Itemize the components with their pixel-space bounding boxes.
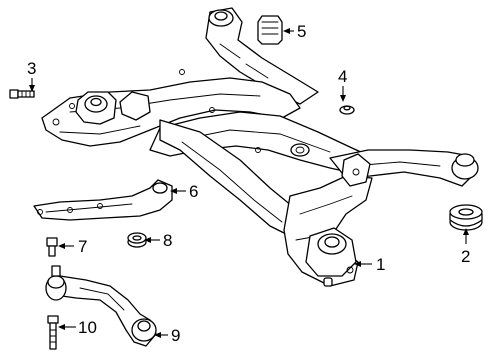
callout-1: 1 [376,255,385,274]
callout-numbers: 1 2 3 4 5 6 7 8 9 10 [27,22,470,345]
part-9-link-arm [45,265,157,347]
part-8-nut [127,232,147,248]
rear-subframe [41,7,479,287]
callout-7: 7 [78,237,87,256]
callout-3: 3 [27,59,36,78]
part-3-bolt [9,89,35,99]
part-5-bushing-block [257,15,283,45]
part-7-bolt [46,237,58,257]
callout-5: 5 [297,22,306,41]
callout-8: 8 [163,231,172,250]
callout-6: 6 [189,182,198,201]
callout-10: 10 [78,318,97,337]
part-6-brace [33,179,173,221]
callout-leaders [29,28,469,338]
callout-9: 9 [171,326,180,345]
part-10-long-bolt [47,315,59,350]
callout-4: 4 [338,67,347,86]
callout-2: 2 [461,247,470,266]
part-2-mount-bushing [449,204,483,231]
part-4-washer [339,105,355,115]
